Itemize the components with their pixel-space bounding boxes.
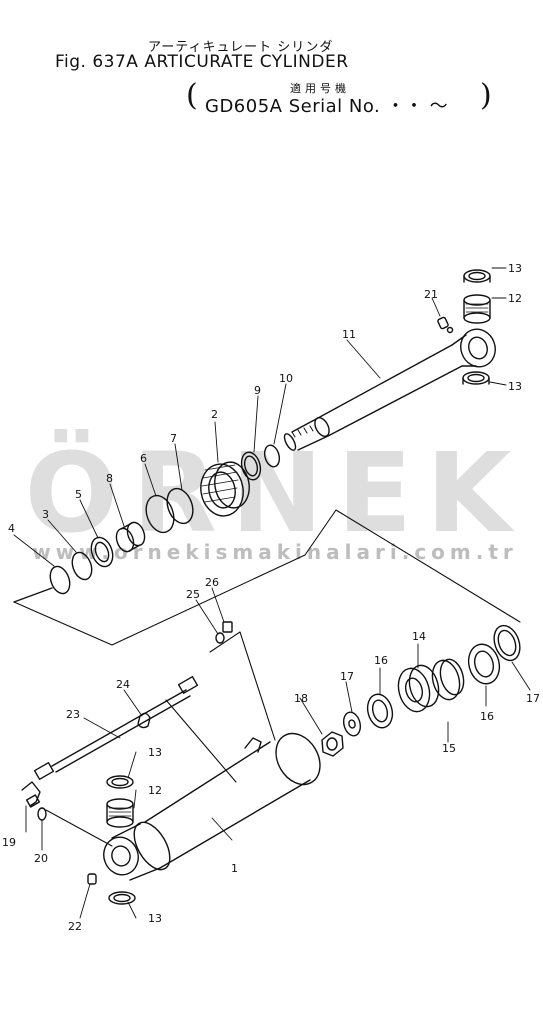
part-label-23: 23 <box>66 708 80 721</box>
part-label-8: 8 <box>106 472 113 485</box>
seal-13-lower-top <box>106 775 134 789</box>
header: アーティキュレート シリンダ Fig. 637A ARTICURATE CYLI… <box>0 0 543 130</box>
pipe-23 <box>33 675 199 781</box>
nut-18 <box>321 731 344 757</box>
ring-17-right <box>493 624 521 662</box>
part-label-10: 10 <box>279 372 293 385</box>
part-label-26: 26 <box>205 576 219 589</box>
applicable-japanese: 適用号機 <box>290 82 350 95</box>
piston-rod-11 <box>283 328 496 451</box>
part-label-17-right: 17 <box>526 692 540 705</box>
part-label-11: 11 <box>342 328 356 341</box>
clamp-24 <box>137 712 151 729</box>
paren-right: ) <box>480 78 492 113</box>
part-label-5: 5 <box>75 488 82 501</box>
cylinder-tube-1 <box>103 732 321 881</box>
bracket-line-upper <box>13 554 306 646</box>
part-label-16-left: 16 <box>374 654 388 667</box>
snap-ring-7 <box>166 487 194 525</box>
buffer-ring-3 <box>71 551 93 581</box>
part-label-22: 22 <box>68 920 82 933</box>
seal-13-lower-bottom <box>108 891 136 905</box>
bracket-upper-left <box>13 587 53 603</box>
bolt-26 <box>222 621 233 633</box>
part-label-13-d: 13 <box>148 912 162 925</box>
part-label-9: 9 <box>254 384 261 397</box>
elbow-19 <box>21 781 41 808</box>
serial-line: GD605A Serial No. ・・ ～ <box>205 96 449 117</box>
part-label-14: 14 <box>412 630 426 643</box>
wear-ring-15 <box>431 658 465 701</box>
seal-16-right <box>467 643 501 685</box>
part-label-13-c: 13 <box>148 746 162 759</box>
leader-lines <box>13 267 531 919</box>
part-label-3: 3 <box>42 508 49 521</box>
part-label-18: 18 <box>294 692 308 705</box>
title-japanese: アーティキュレート シリンダ <box>148 40 334 55</box>
part-label-24: 24 <box>116 678 130 691</box>
oring-20 <box>37 807 47 821</box>
part-label-19: 19 <box>2 836 16 849</box>
bracket-line-bolt <box>209 631 276 741</box>
grease-fitting-21 <box>437 316 454 334</box>
rod-seal-5 <box>90 536 114 568</box>
part-label-12: 12 <box>508 292 522 305</box>
seal-13-upper-top <box>463 269 491 283</box>
washer-25 <box>215 632 225 644</box>
bushing-8 <box>115 521 146 553</box>
part-label-15: 15 <box>442 742 456 755</box>
seal-16-left <box>366 693 394 729</box>
part-label-12-lower: 12 <box>148 784 162 797</box>
part-label-25: 25 <box>186 588 200 601</box>
part-label-6: 6 <box>140 452 147 465</box>
bracket-line-clamp <box>165 699 237 783</box>
cylinder-head-2 <box>200 461 250 517</box>
part-label-13-b: 13 <box>508 380 522 393</box>
part-label-13-a: 13 <box>508 262 522 275</box>
washer-17-left <box>342 711 362 737</box>
bushing-12-lower <box>106 798 134 828</box>
part-label-16-right: 16 <box>480 710 494 723</box>
part-label-4: 4 <box>8 522 15 535</box>
part-label-20: 20 <box>34 852 48 865</box>
oring-9 <box>240 451 262 481</box>
figure-title: Fig. 637A ARTICURATE CYLINDER <box>55 52 349 72</box>
part-label-17-left: 17 <box>340 670 354 683</box>
paren-left: ( <box>186 78 198 113</box>
part-label-7: 7 <box>170 432 177 445</box>
bracket-line-elbow <box>45 809 113 847</box>
part-label-1: 1 <box>231 862 238 875</box>
oring-6 <box>145 494 175 534</box>
bushing-12-upper <box>463 294 491 324</box>
seal-13-upper-bottom <box>462 371 490 385</box>
part-label-21: 21 <box>424 288 438 301</box>
bracket-line-right <box>304 509 521 623</box>
piston-14 <box>397 664 440 713</box>
grease-fitting-22 <box>87 873 97 885</box>
dust-seal-4 <box>49 565 71 595</box>
ring-10 <box>263 444 281 468</box>
part-labels: 11 2 9 10 7 6 8 5 3 4 21 13 12 13 14 15 … <box>2 262 540 933</box>
part-label-2: 2 <box>211 408 218 421</box>
